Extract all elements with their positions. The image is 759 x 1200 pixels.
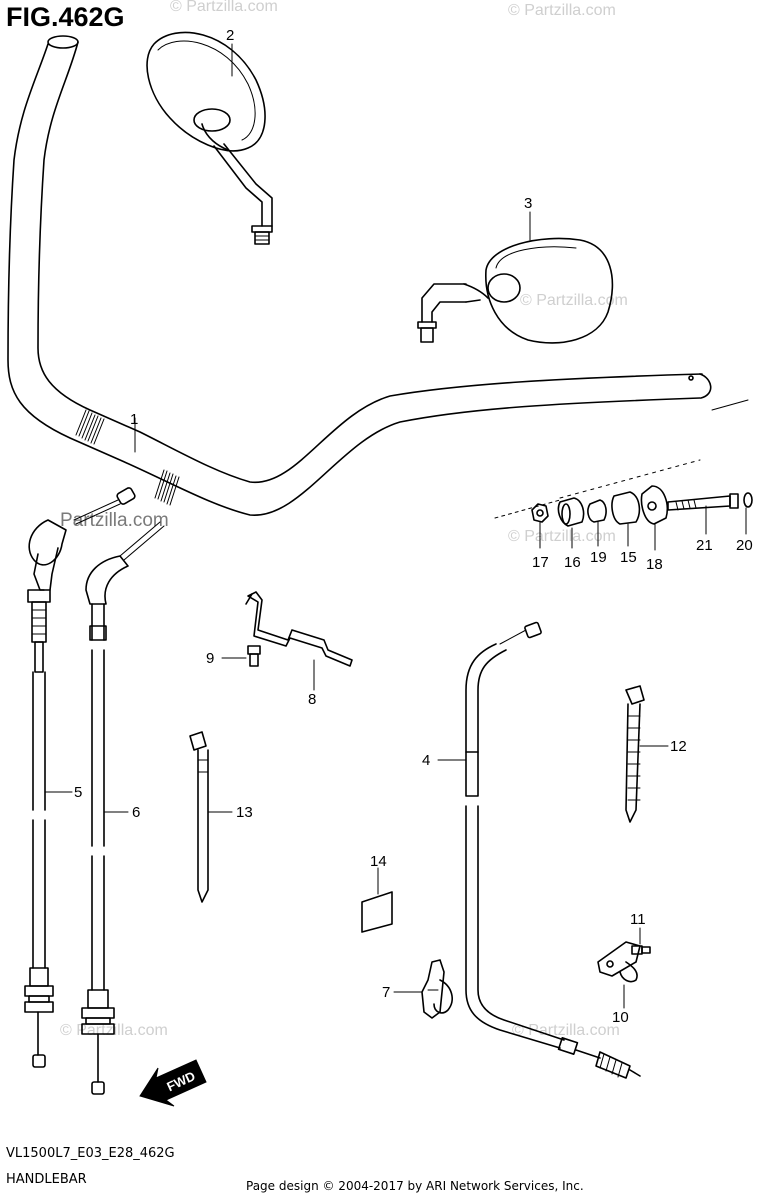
callout-15: 15 (620, 549, 637, 566)
callout-17: 17 (532, 554, 549, 571)
callout-8: 8 (308, 691, 316, 708)
callout-21: 21 (696, 537, 713, 554)
callout-18: 18 (646, 556, 663, 573)
handlebar (7, 35, 712, 516)
figure-title: FIG.462G (6, 2, 125, 32)
cable-guide-8 (245, 591, 353, 667)
mirror-left (146, 31, 273, 245)
callout-4: 4 (422, 752, 430, 769)
callout-1: 1 (130, 411, 138, 428)
cable-tie-12 (625, 685, 645, 823)
callout-2: 2 (226, 27, 234, 44)
callout-7: 7 (382, 984, 390, 1001)
clamp-10 (597, 941, 641, 983)
bolt-9 (247, 645, 261, 667)
model-code: VL1500L7_E03_E28_462G (6, 1146, 175, 1161)
watermark: © Partzilla.com (508, 528, 616, 545)
callout-11: 11 (630, 911, 646, 928)
watermark-main: Partzilla.com (60, 510, 169, 531)
watermark: © Partzilla.com (512, 1022, 620, 1039)
callout-14: 14 (370, 853, 387, 870)
label-sticker-14 (361, 891, 393, 933)
copyright-notice: Page design © 2004-2017 by ARI Network S… (246, 1179, 584, 1193)
clutch-cable-4 (465, 621, 641, 1079)
throttle-cable-5 (24, 487, 136, 1068)
bolt-11 (631, 945, 651, 955)
balancer-assembly (531, 485, 753, 527)
callout-16: 16 (564, 554, 581, 571)
clamp-7 (421, 959, 453, 1019)
callout-3: 3 (524, 195, 532, 212)
callout-6: 6 (132, 804, 140, 821)
fwd-arrow-icon: FWD (139, 1059, 207, 1107)
callout-5: 5 (74, 784, 82, 801)
throttle-cable-6 (81, 521, 165, 1095)
callout-10: 10 (612, 1009, 629, 1026)
callout-labels: 1 2 3 4 5 6 7 8 9 10 11 12 13 14 15 16 1… (74, 27, 753, 1026)
callout-13: 13 (236, 804, 253, 821)
callout-20: 20 (736, 537, 753, 554)
watermark: © Partzilla.com (520, 292, 628, 309)
cable-tie-13 (189, 731, 209, 903)
watermark: © Partzilla.com (508, 2, 616, 19)
section-name: HANDLEBAR (6, 1172, 87, 1187)
callout-9: 9 (206, 650, 214, 667)
mirror-right (417, 237, 614, 344)
callout-19: 19 (590, 549, 607, 566)
callout-12: 12 (670, 738, 687, 755)
watermark: © Partzilla.com (170, 0, 278, 15)
